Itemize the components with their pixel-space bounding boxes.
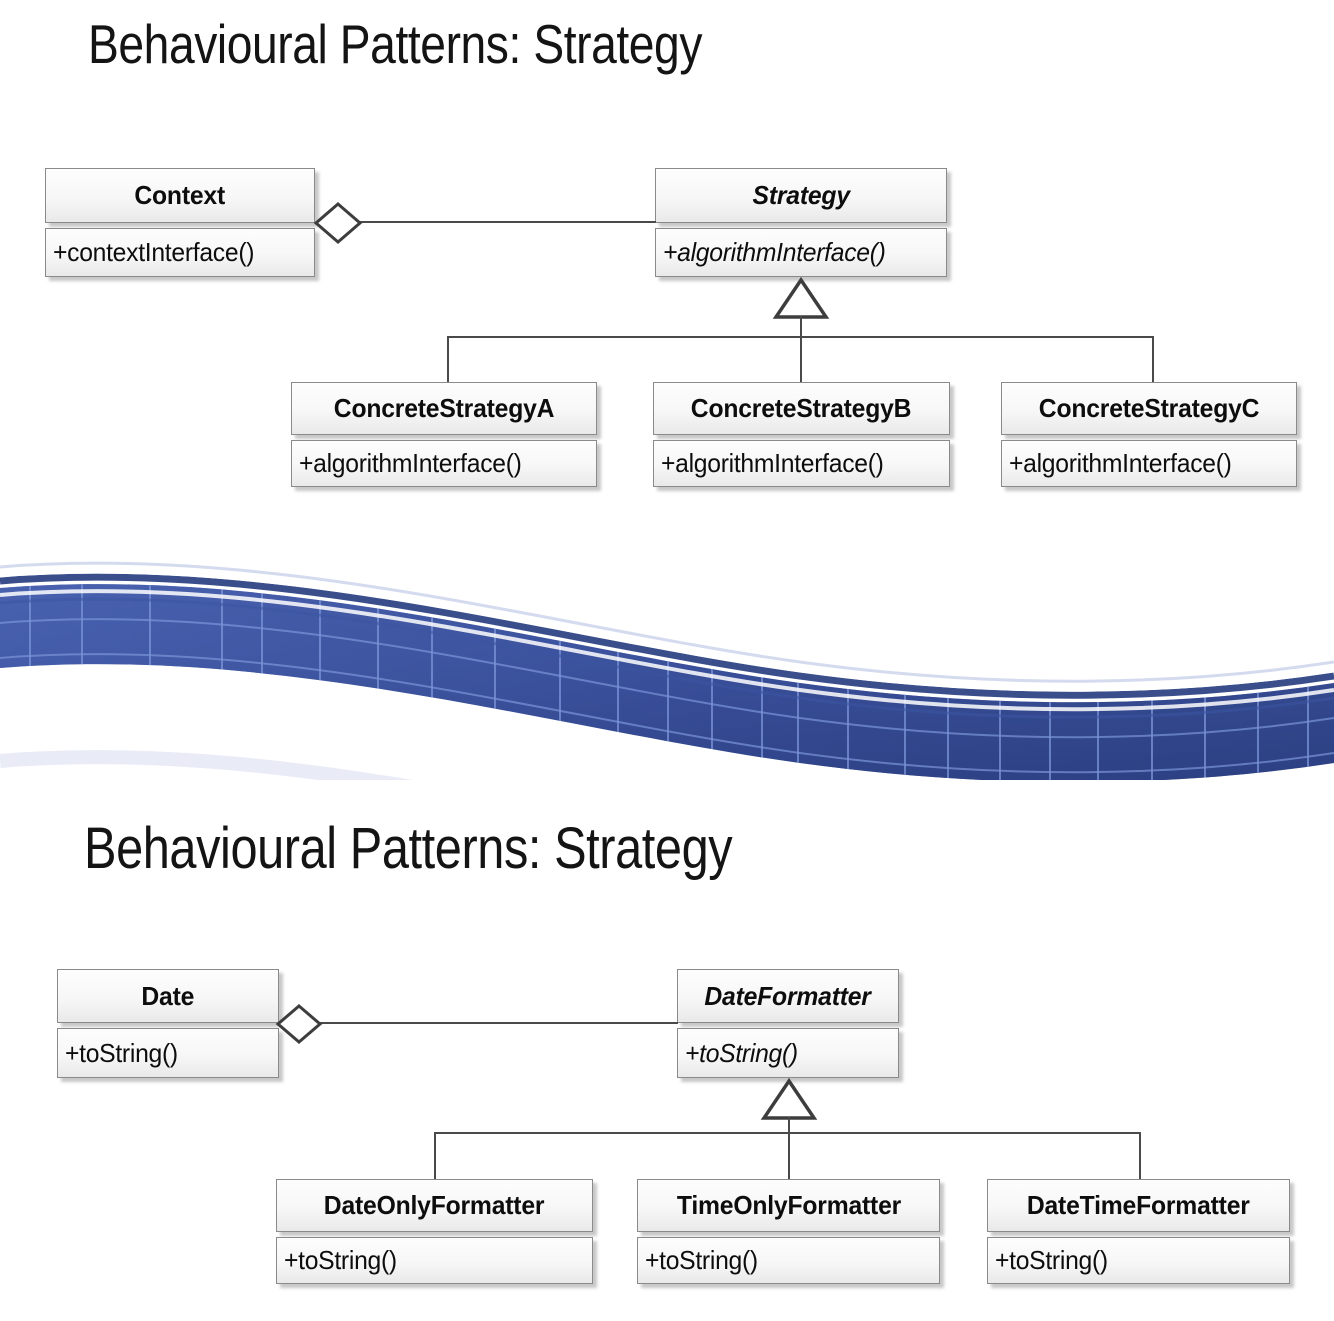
generalization-drop [1152, 336, 1154, 383]
generalization-triangle-icon [760, 1077, 818, 1120]
page-title: Behavioural Patterns: Strategy [84, 816, 733, 881]
generalization-drop [800, 336, 802, 383]
aggregation-diamond-icon [313, 202, 363, 244]
uml-class-name: DateFormatter [677, 969, 899, 1023]
aggregation-link [358, 221, 656, 223]
uml-class-operations: +toString() [276, 1237, 593, 1284]
uml-class-operations: +algorithmInterface() [653, 440, 950, 487]
uml-class-concretestrategyb[interactable]: ConcreteStrategyB +algorithmInterface() [653, 382, 950, 487]
slide-strategy-dateformatter: Behavioural Patterns: Strategy Date +toS… [0, 775, 1334, 1321]
blue-wave-divider [0, 561, 1334, 780]
generalization-triangle-icon [772, 276, 830, 319]
uml-class-date[interactable]: Date +toString() [57, 969, 279, 1078]
uml-class-operations: +algorithmInterface() [291, 440, 597, 487]
uml-class-operations: +toString() [987, 1237, 1290, 1284]
uml-class-name: ConcreteStrategyB [653, 382, 950, 435]
uml-class-name: Context [45, 168, 315, 223]
uml-class-dateformatter[interactable]: DateFormatter +toString() [677, 969, 899, 1078]
generalization-drop [434, 1132, 436, 1180]
uml-class-operations: +toString() [57, 1028, 279, 1078]
uml-class-operations: +algorithmInterface() [655, 228, 947, 277]
uml-class-operations: +contextInterface() [45, 228, 315, 277]
aggregation-link [318, 1022, 678, 1024]
generalization-drop [1139, 1132, 1141, 1180]
uml-class-datetimeformatter[interactable]: DateTimeFormatter +toString() [987, 1179, 1290, 1284]
uml-class-name: Date [57, 969, 279, 1023]
uml-class-dateonlyformatter[interactable]: DateOnlyFormatter +toString() [276, 1179, 593, 1284]
uml-class-operations: +toString() [637, 1237, 940, 1284]
uml-class-name: ConcreteStrategyC [1001, 382, 1297, 435]
uml-class-name: ConcreteStrategyA [291, 382, 597, 435]
uml-class-strategy[interactable]: Strategy +algorithmInterface() [655, 168, 947, 277]
aggregation-diamond-icon [275, 1004, 323, 1044]
uml-class-name: DateOnlyFormatter [276, 1179, 593, 1232]
uml-class-concretestrategyc[interactable]: ConcreteStrategyC +algorithmInterface() [1001, 382, 1297, 487]
generalization-stem [788, 1117, 790, 1134]
generalization-drop [788, 1132, 790, 1180]
uml-class-timeonlyformatter[interactable]: TimeOnlyFormatter +toString() [637, 1179, 940, 1284]
uml-class-name: Strategy [655, 168, 947, 223]
generalization-bus [434, 1132, 1141, 1134]
page-title: Behavioural Patterns: Strategy [88, 13, 703, 75]
generalization-stem [800, 316, 802, 338]
uml-class-operations: +toString() [677, 1028, 899, 1078]
generalization-drop [447, 336, 449, 383]
uml-class-concretestrategya[interactable]: ConcreteStrategyA +algorithmInterface() [291, 382, 597, 487]
uml-class-context[interactable]: Context +contextInterface() [45, 168, 315, 277]
uml-class-operations: +algorithmInterface() [1001, 440, 1297, 487]
uml-class-name: TimeOnlyFormatter [637, 1179, 940, 1232]
uml-class-name: DateTimeFormatter [987, 1179, 1290, 1232]
slide-strategy-generic: Behavioural Patterns: Strategy Context +… [0, 0, 1334, 560]
